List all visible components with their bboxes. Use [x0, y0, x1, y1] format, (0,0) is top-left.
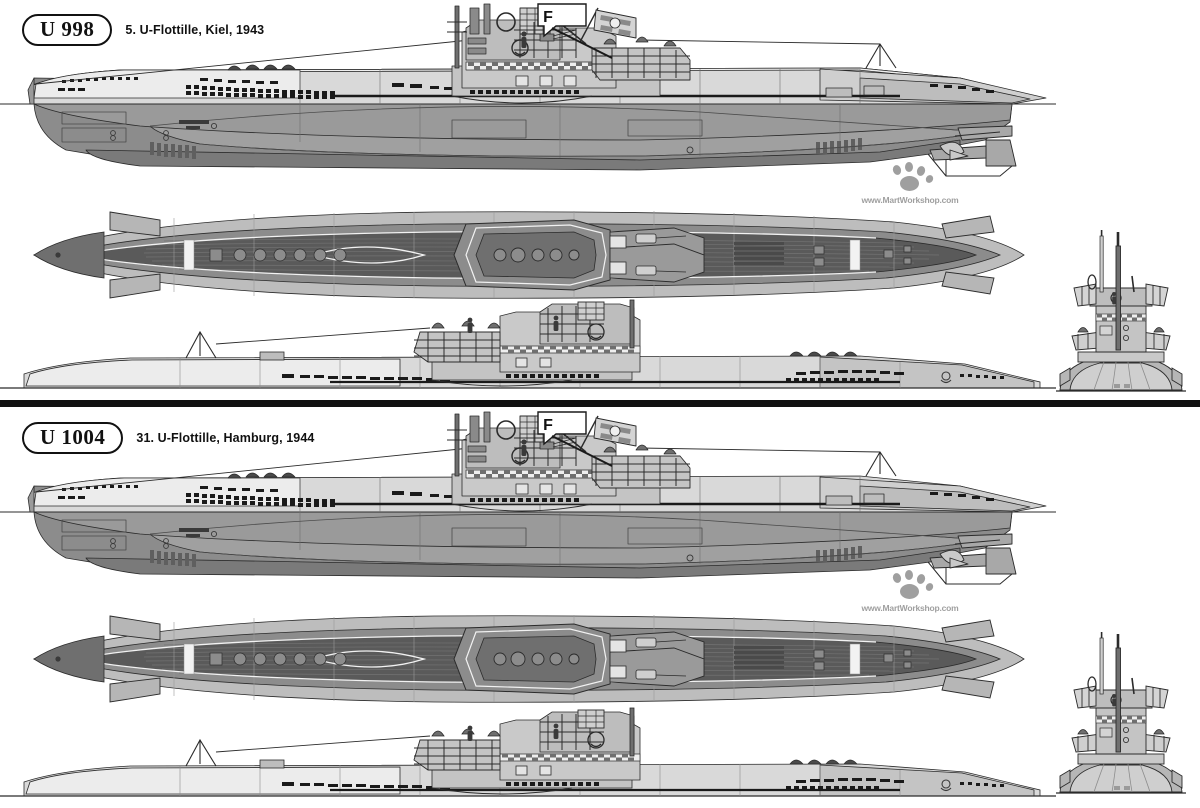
panel-divider	[0, 400, 1200, 407]
callout-balloon-f: F	[537, 411, 587, 446]
flotilla-caption: 5. U-Flottille, Kiel, 1943	[125, 23, 265, 38]
view-port-waterline-profile	[0, 299, 1060, 400]
view-plan-top	[14, 610, 1044, 708]
view-starboard-side-profile: F	[0, 408, 1060, 598]
view-plan-top	[14, 206, 1044, 304]
watermark: www.MartWorkshop.com	[855, 568, 965, 613]
panel-header: U 1004 31. U-Flottille, Hamburg, 1944	[22, 422, 315, 455]
watermark-url: www.MartWorkshop.com	[861, 603, 959, 613]
boat-number-badge: U 1004	[22, 422, 124, 455]
view-starboard-side-profile: F	[0, 0, 1060, 190]
view-port-waterline-profile	[0, 707, 1060, 808]
callout-label: F	[543, 9, 553, 26]
callout-label: F	[543, 417, 553, 434]
paw-print-icon	[855, 160, 965, 194]
view-bow-on-elevation	[1056, 630, 1186, 802]
paw-print-icon	[855, 568, 965, 602]
panel-header: U 998 5. U-Flottille, Kiel, 1943	[22, 14, 265, 47]
flotilla-caption: 31. U-Flottille, Hamburg, 1944	[136, 431, 315, 446]
watermark-url: www.MartWorkshop.com	[861, 195, 959, 205]
panel-u1004: U 1004 31. U-Flottille, Hamburg, 1944 ww…	[0, 408, 1200, 807]
panel-u998: U 998 5. U-Flottille, Kiel, 1943 www.Mar…	[0, 0, 1186, 400]
callout-balloon-f: F	[537, 3, 587, 38]
boat-number-badge: U 998	[22, 14, 113, 47]
view-bow-on-elevation	[1056, 228, 1186, 400]
watermark: www.MartWorkshop.com	[855, 160, 965, 205]
